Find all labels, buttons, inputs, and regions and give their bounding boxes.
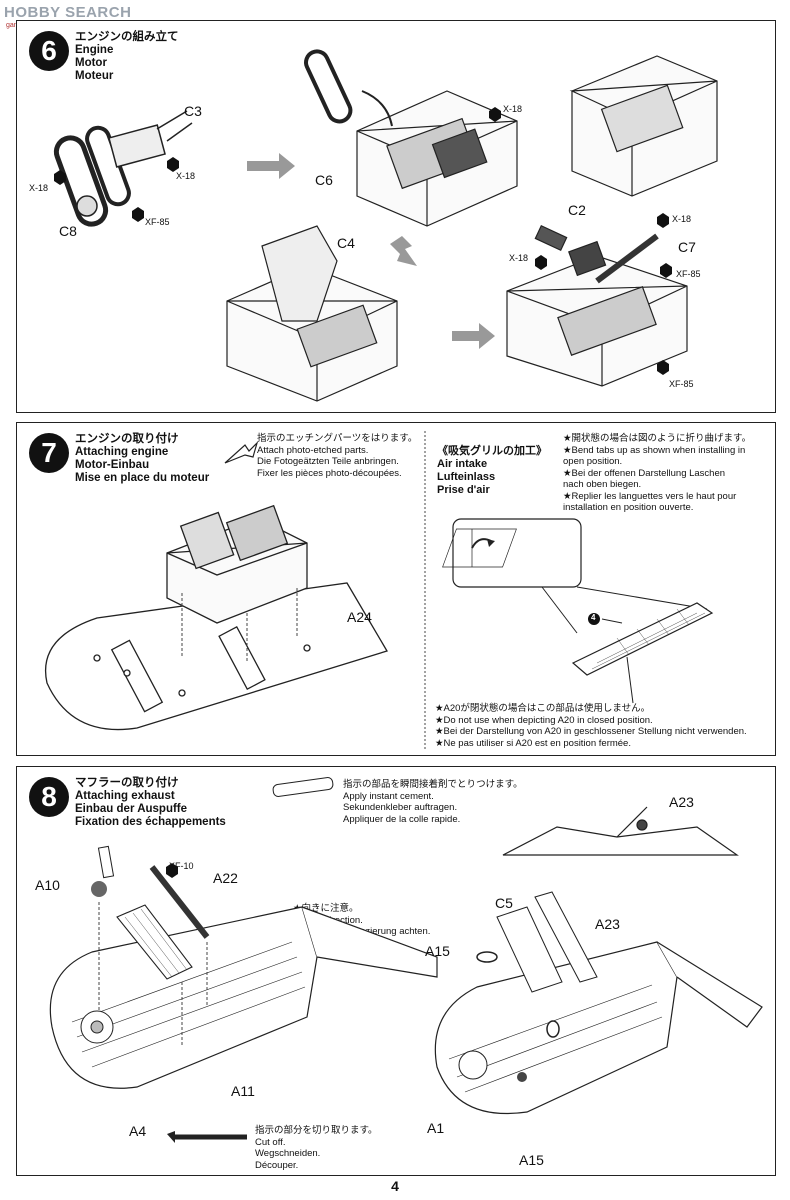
step-title: エンジンの取り付け Attaching engine Motor-Einbau … bbox=[75, 433, 210, 484]
arrow-right-1 bbox=[247, 153, 295, 179]
part-label: A15 bbox=[519, 1152, 544, 1168]
step-title: エンジンの組み立て Engine Motor Moteur bbox=[75, 31, 179, 82]
part-label: C2 bbox=[568, 202, 586, 218]
engine-exploded-illustration bbox=[53, 49, 718, 402]
part-label: A1 bbox=[427, 1120, 445, 1136]
step-title: マフラーの取り付け Attaching exhaust Einbau der A… bbox=[75, 777, 226, 828]
engine-mount-illustration bbox=[45, 431, 714, 749]
part-label: C4 bbox=[337, 235, 355, 251]
part-label: A23 bbox=[595, 916, 620, 932]
part-label: A24 bbox=[347, 609, 372, 625]
step-number-badge: 8 bbox=[29, 777, 69, 817]
part-label: C8 bbox=[59, 223, 77, 239]
part-label: C5 bbox=[495, 895, 513, 911]
step-number-badge: 6 bbox=[29, 31, 69, 71]
page-number: 4 bbox=[391, 1178, 399, 1194]
paint-label: XF-85 bbox=[676, 269, 701, 279]
step-8-panel: 8 マフラーの取り付け Attaching exhaust Einbau der… bbox=[16, 766, 776, 1176]
grill-inset bbox=[452, 518, 582, 588]
cement-note: 指示の部品を瞬間接着剤でとりつけます。 Apply instant cement… bbox=[343, 779, 523, 825]
part-label: A11 bbox=[231, 1083, 255, 1099]
cut-note: 指示の部分を切り取ります。 Cut off. Wegschneiden. Déc… bbox=[255, 1125, 378, 1171]
grill-ref-number: 4 bbox=[591, 613, 596, 622]
step-number-badge: 7 bbox=[29, 433, 69, 473]
part-label: C7 bbox=[678, 239, 696, 255]
paint-label: X-18 bbox=[672, 214, 692, 224]
step-7-panel: 7 エンジンの取り付け Attaching engine Motor-Einba… bbox=[16, 422, 776, 756]
exhaust-illustration bbox=[49, 777, 763, 1143]
part-label: A15 bbox=[425, 943, 450, 959]
part-label: A23 bbox=[669, 794, 694, 810]
part-label: A22 bbox=[213, 870, 238, 886]
watermark-logo: HOBBY SEARCH bbox=[4, 4, 132, 21]
part-label: A4 bbox=[129, 1123, 147, 1139]
part-label: C3 bbox=[184, 103, 202, 119]
subsection-title: 《吸気グリルの加工》 Air intake Lufteinlass Prise … bbox=[437, 445, 547, 496]
paint-label: X-18 bbox=[29, 183, 49, 193]
bend-note: ★開状態の場合は図のように折り曲げます。 ★Bend tabs up as sh… bbox=[563, 433, 752, 513]
paint-label: X-18 bbox=[176, 171, 196, 181]
paint-label: X-18 bbox=[509, 253, 529, 263]
closed-position-note: ★A20が閉状態の場合はこの部品は使用しません。 ★Do not use whe… bbox=[435, 703, 747, 749]
step-6-panel: 6 エンジンの組み立て Engine Motor Moteur bbox=[16, 20, 776, 413]
paint-label: XF-10 bbox=[169, 861, 194, 871]
part-label: C6 bbox=[315, 172, 333, 188]
part-label: A10 bbox=[35, 877, 60, 893]
paint-label: X-18 bbox=[503, 104, 523, 114]
etch-note: 指示のエッチングパーツをはります。 Attach photo-etched pa… bbox=[257, 433, 418, 479]
paint-label: XF-85 bbox=[669, 379, 694, 389]
paint-label: XF-85 bbox=[145, 217, 170, 227]
